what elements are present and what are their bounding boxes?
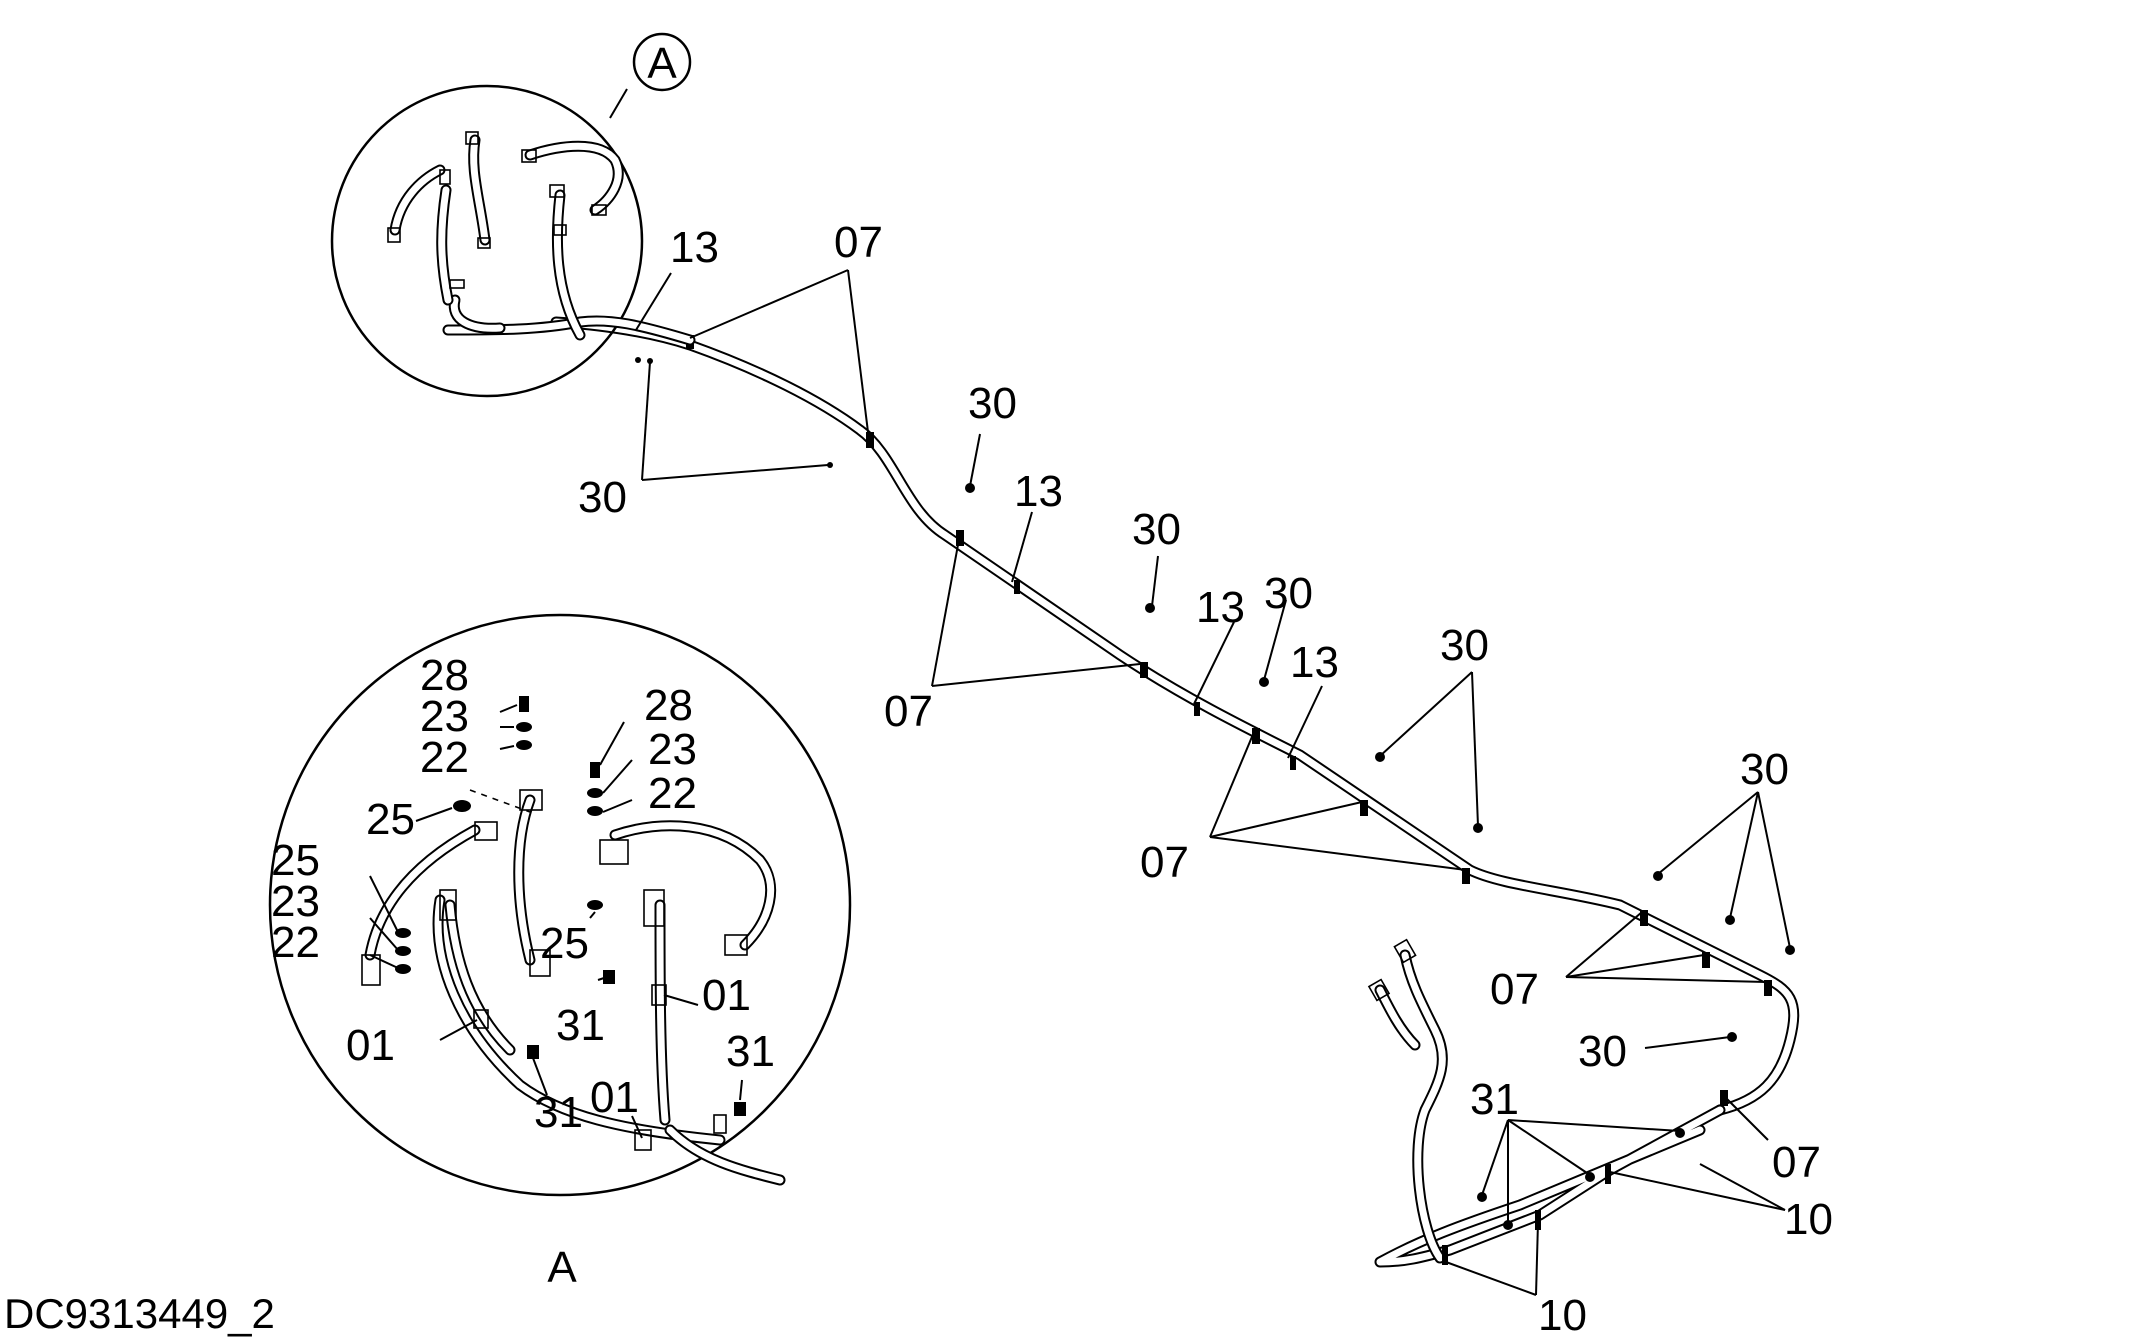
part-label-01[interactable]: 01 bbox=[590, 1073, 639, 1122]
leader-lines bbox=[369, 269, 1791, 1296]
part-label-30[interactable]: 30 bbox=[1440, 621, 1489, 670]
part-label-23[interactable]: 23 bbox=[420, 692, 469, 741]
part-label-07[interactable]: 07 bbox=[834, 218, 883, 267]
part-label-31[interactable]: 31 bbox=[726, 1027, 775, 1076]
part-label-22[interactable]: 22 bbox=[271, 918, 320, 967]
part-label-30[interactable]: 30 bbox=[1578, 1027, 1627, 1076]
part-label-31[interactable]: 31 bbox=[534, 1088, 583, 1137]
part-label-25[interactable]: 25 bbox=[540, 919, 589, 968]
drawing-id: DC9313449_2 bbox=[4, 1290, 275, 1337]
part-label-01[interactable]: 01 bbox=[702, 971, 751, 1020]
part-label-13[interactable]: 13 bbox=[1196, 583, 1245, 632]
part-label-30[interactable]: 30 bbox=[1132, 505, 1181, 554]
part-label-28[interactable]: 28 bbox=[644, 681, 693, 730]
part-label-23[interactable]: 23 bbox=[271, 877, 320, 926]
part-label-25[interactable]: 25 bbox=[271, 836, 320, 885]
part-label-30[interactable]: 30 bbox=[1740, 745, 1789, 794]
detail-a-marker-label[interactable]: A bbox=[647, 39, 677, 88]
part-label-30[interactable]: 30 bbox=[578, 473, 627, 522]
main-cable-run bbox=[550, 316, 1800, 1268]
part-label-07[interactable]: 07 bbox=[884, 687, 933, 736]
part-label-23[interactable]: 23 bbox=[648, 725, 697, 774]
part-label-01[interactable]: 01 bbox=[346, 1021, 395, 1070]
clamps bbox=[647, 335, 1795, 1265]
part-label-13[interactable]: 13 bbox=[1290, 638, 1339, 687]
part-label-10[interactable]: 10 bbox=[1784, 1195, 1833, 1244]
part-label-07[interactable]: 07 bbox=[1490, 965, 1539, 1014]
part-label-22[interactable]: 22 bbox=[420, 733, 469, 782]
part-label-13[interactable]: 13 bbox=[1014, 467, 1063, 516]
part-label-25[interactable]: 25 bbox=[366, 795, 415, 844]
detail-a-caption: A bbox=[547, 1243, 577, 1292]
detail-a-overview bbox=[330, 32, 696, 398]
part-label-30[interactable]: 30 bbox=[968, 379, 1017, 428]
part-label-31[interactable]: 31 bbox=[1470, 1075, 1519, 1124]
part-label-07[interactable]: 07 bbox=[1772, 1138, 1821, 1187]
part-label-13[interactable]: 13 bbox=[670, 223, 719, 272]
part-label-30[interactable]: 30 bbox=[1264, 569, 1313, 618]
part-label-22[interactable]: 22 bbox=[648, 769, 697, 818]
part-label-10[interactable]: 10 bbox=[1538, 1291, 1587, 1340]
part-label-07[interactable]: 07 bbox=[1140, 838, 1189, 887]
part-label-28[interactable]: 28 bbox=[420, 651, 469, 700]
part-label-31[interactable]: 31 bbox=[556, 1001, 605, 1050]
part-labels: A 13 07 30 30 13 30 13 30 13 07 30 07 30… bbox=[4, 39, 1833, 1340]
